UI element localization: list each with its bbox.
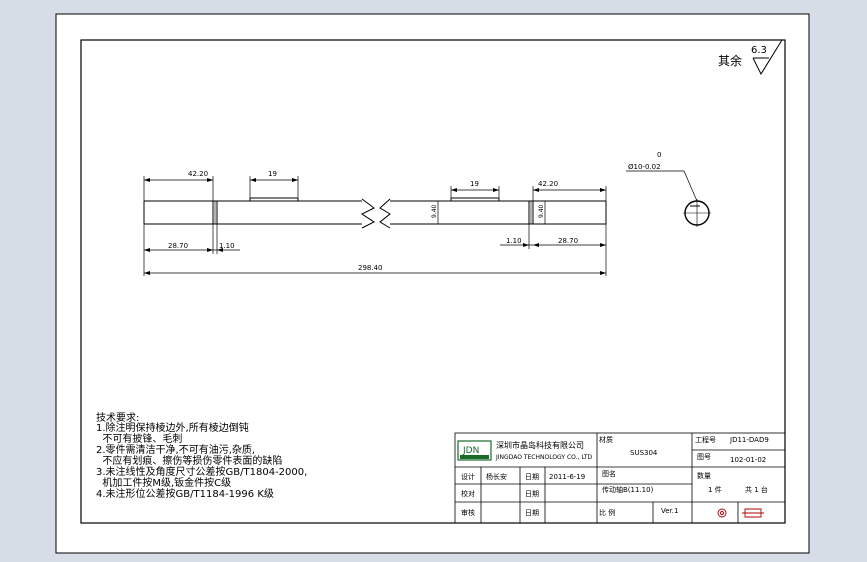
shaft-front-view <box>143 197 607 229</box>
dim-left-110: 1.10 <box>219 242 235 250</box>
note-line: 不应有划痕、擦伤等损伤零件表面的缺陷 <box>96 454 282 467</box>
section-tolerance-upper: 0 <box>657 151 661 159</box>
technical-requirements: 技术要求: 1.除注明保持棱边外,所有棱边倒钝 不可有披锋、毛刺 2.零件需清洁… <box>96 411 307 500</box>
notes-title: 技术要求: <box>96 411 139 424</box>
dim-groove-left: 9.40 <box>431 204 438 218</box>
date-label: 日期 <box>525 473 539 481</box>
designer-name: 杨长安 <box>486 472 507 481</box>
dim-right-42: 42.20 <box>538 180 558 188</box>
section-diameter-label: Ø10-0.02 <box>628 163 661 171</box>
company-logo: JDN <box>457 440 492 461</box>
dim-groove-right: 9.40 <box>538 204 545 218</box>
dimension-arrows <box>144 178 606 275</box>
logo-lettering: JDN <box>462 446 479 456</box>
check-date-label: 日期 <box>525 490 539 498</box>
design-label: 设计 <box>461 472 475 481</box>
note-line: 1.除注明保持棱边外,所有棱边倒钝 <box>96 421 249 434</box>
drawing-frame <box>80 39 786 524</box>
dim-left-28: 28.70 <box>168 242 188 250</box>
project-no-label: 工程号 <box>695 435 716 444</box>
note-line: 4.未注形位公差按GB/T1184-1996 K级 <box>96 487 274 500</box>
version-label: Ver.1 <box>661 507 678 515</box>
drawing-no-label: 图号 <box>697 453 711 461</box>
company-name-cn: 深圳市晶岛科技有限公司 <box>496 440 584 450</box>
approve-label: 审核 <box>461 508 475 517</box>
dim-left-19: 19 <box>268 170 277 178</box>
note-line: 不可有披锋、毛刺 <box>96 432 182 445</box>
scale-label: 比 例 <box>599 508 615 517</box>
check-label: 校对 <box>461 489 475 498</box>
title-block-text: 深圳市晶岛科技有限公司 JINGDAO TECHNOLOGY CO., LTD … <box>461 435 769 517</box>
roughness-prefix: 其余 <box>718 53 742 68</box>
quantity-label: 数量 <box>697 471 711 480</box>
quantity-value: 1 件 <box>708 485 722 494</box>
note-line: 2.零件需清洁干净,不可有油污,杂质, <box>96 443 255 456</box>
material-value: SUS304 <box>630 449 658 457</box>
design-date: 2011-6-19 <box>549 473 585 481</box>
dim-left-42: 42.20 <box>188 170 208 178</box>
drawing-no: 102-01-02 <box>730 456 766 464</box>
approve-date-label: 日期 <box>525 509 539 517</box>
dim-right-28: 28.70 <box>558 237 578 245</box>
roughness-value: 6.3 <box>751 45 767 56</box>
drawing-name: 传动轴B(11.10) <box>602 485 654 494</box>
note-line: 3.未注线性及角度尺寸公差按GB/T1804-2000, <box>96 465 307 478</box>
dim-overall: 298.40 <box>358 264 383 272</box>
project-no: JD11-DAD9 <box>729 436 769 444</box>
material-label: 材质 <box>599 435 613 444</box>
title-block <box>454 432 786 524</box>
roughness-check-icon <box>752 39 783 76</box>
shaft-section-view: 0 Ø10-0.02 <box>626 151 711 227</box>
dimension-labels: 42.20 19 19 42.20 28.70 1.10 1.10 28.70 … <box>168 170 578 272</box>
total-value: 共 1 台 <box>745 485 768 494</box>
dim-right-110: 1.10 <box>506 237 522 245</box>
company-name-en: JINGDAO TECHNOLOGY CO., LTD <box>495 454 593 461</box>
surface-roughness-symbol: 其余 6.3 <box>718 39 783 76</box>
dim-right-19: 19 <box>470 180 479 188</box>
projection-symbol-icon <box>717 508 764 518</box>
drawing-sheet <box>55 13 810 554</box>
drawing-name-label: 图名 <box>602 469 616 478</box>
note-line: 机加工件按M级,钣金件按C级 <box>96 476 231 489</box>
